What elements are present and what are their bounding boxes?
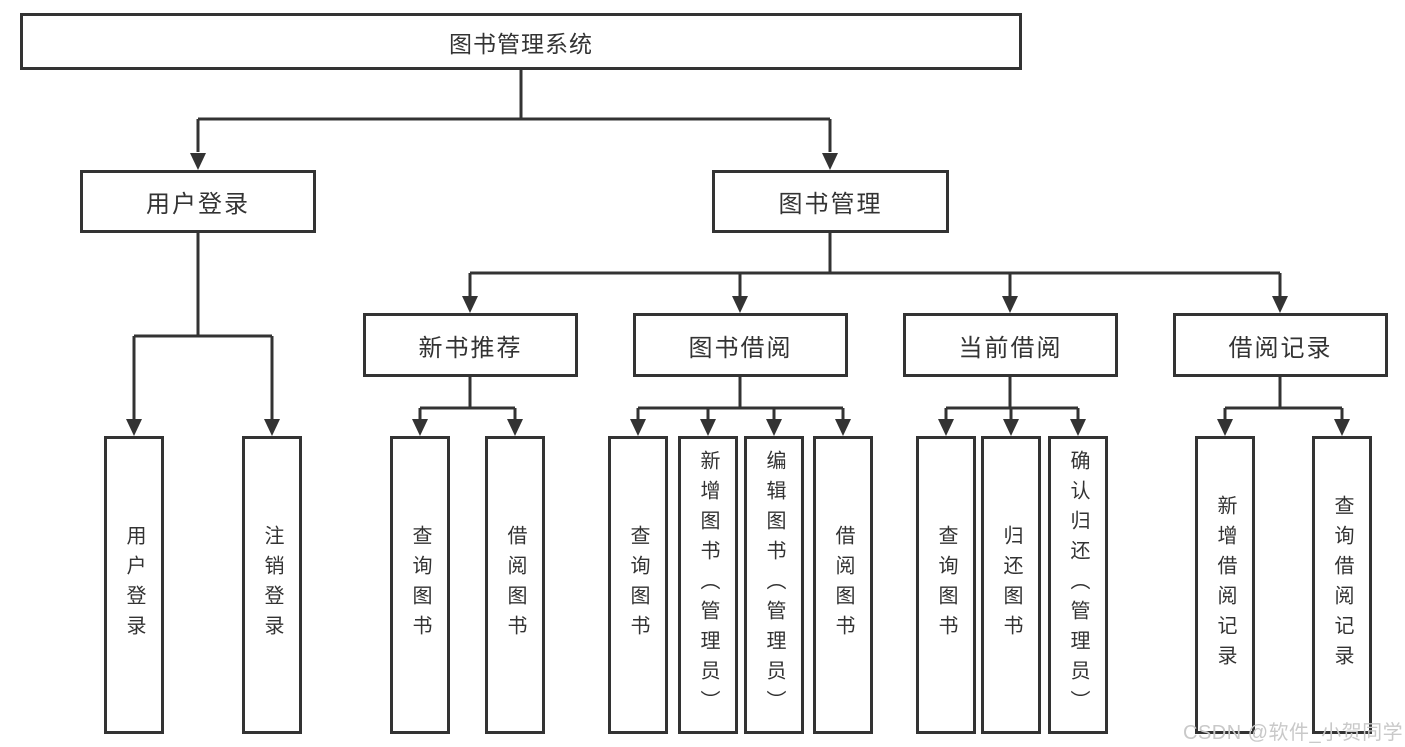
- node-new-book-recommend: 新书推荐: [363, 313, 578, 377]
- leaf-add-book-admin-label: 新增图书（管理员）: [697, 450, 719, 720]
- leaf-confirm-return-admin: 确认归还（管理员）: [1048, 436, 1108, 734]
- node-book-borrow-label: 图书借阅: [688, 334, 793, 362]
- arrowheads: [126, 153, 1350, 436]
- leaf-logout: 注销登录: [242, 436, 302, 734]
- leaf-query-borrow-record: 查询借阅记录: [1312, 436, 1372, 734]
- leaf-query-books-recommend: 查询图书: [390, 436, 450, 734]
- node-borrow-records: 借阅记录: [1173, 313, 1388, 377]
- leaf-query-books-recommend-label: 查询图书: [409, 525, 431, 645]
- csdn-watermark: CSDN @软件_小贺同学: [1183, 722, 1404, 744]
- node-book-management: 图书管理: [712, 170, 949, 233]
- node-book-management-label: 图书管理: [778, 191, 883, 218]
- leaf-query-books-borrow: 查询图书: [608, 436, 668, 734]
- leaf-query-books-current: 查询图书: [916, 436, 976, 734]
- leaf-query-books-borrow-label: 查询图书: [627, 525, 649, 645]
- node-new-book-recommend-label: 新书推荐: [418, 334, 523, 362]
- leaf-add-book-admin: 新增图书（管理员）: [678, 436, 738, 734]
- leaf-query-books-current-label: 查询图书: [935, 525, 957, 645]
- leaf-return-book-label: 归还图书: [1000, 525, 1022, 645]
- node-user-login: 用户登录: [80, 170, 316, 233]
- node-user-login-label: 用户登录: [146, 191, 250, 218]
- leaf-logout-label: 注销登录: [261, 525, 283, 645]
- leaf-return-book: 归还图书: [981, 436, 1041, 734]
- leaf-confirm-return-admin-label: 确认归还（管理员）: [1067, 450, 1089, 720]
- node-root: 图书管理系统: [20, 13, 1022, 70]
- node-root-label: 图书管理系统: [449, 30, 593, 57]
- leaf-borrow-books-recommend: 借阅图书: [485, 436, 545, 734]
- leaf-add-borrow-record-label: 新增借阅记录: [1214, 495, 1236, 675]
- leaf-borrow-books-recommend-label: 借阅图书: [504, 525, 526, 645]
- node-book-borrow: 图书借阅: [633, 313, 848, 377]
- node-borrow-records-label: 借阅记录: [1228, 334, 1333, 362]
- leaf-edit-book-admin: 编辑图书（管理员）: [744, 436, 804, 734]
- leaf-user-login-label: 用户登录: [123, 525, 145, 645]
- leaf-edit-book-admin-label: 编辑图书（管理员）: [763, 450, 785, 720]
- leaf-borrow-books-label: 借阅图书: [832, 525, 854, 645]
- leaf-add-borrow-record: 新增借阅记录: [1195, 436, 1255, 734]
- leaf-user-login: 用户登录: [104, 436, 164, 734]
- node-current-borrow: 当前借阅: [903, 313, 1118, 377]
- node-current-borrow-label: 当前借阅: [958, 334, 1063, 362]
- leaf-query-borrow-record-label: 查询借阅记录: [1331, 495, 1353, 675]
- leaf-borrow-books: 借阅图书: [813, 436, 873, 734]
